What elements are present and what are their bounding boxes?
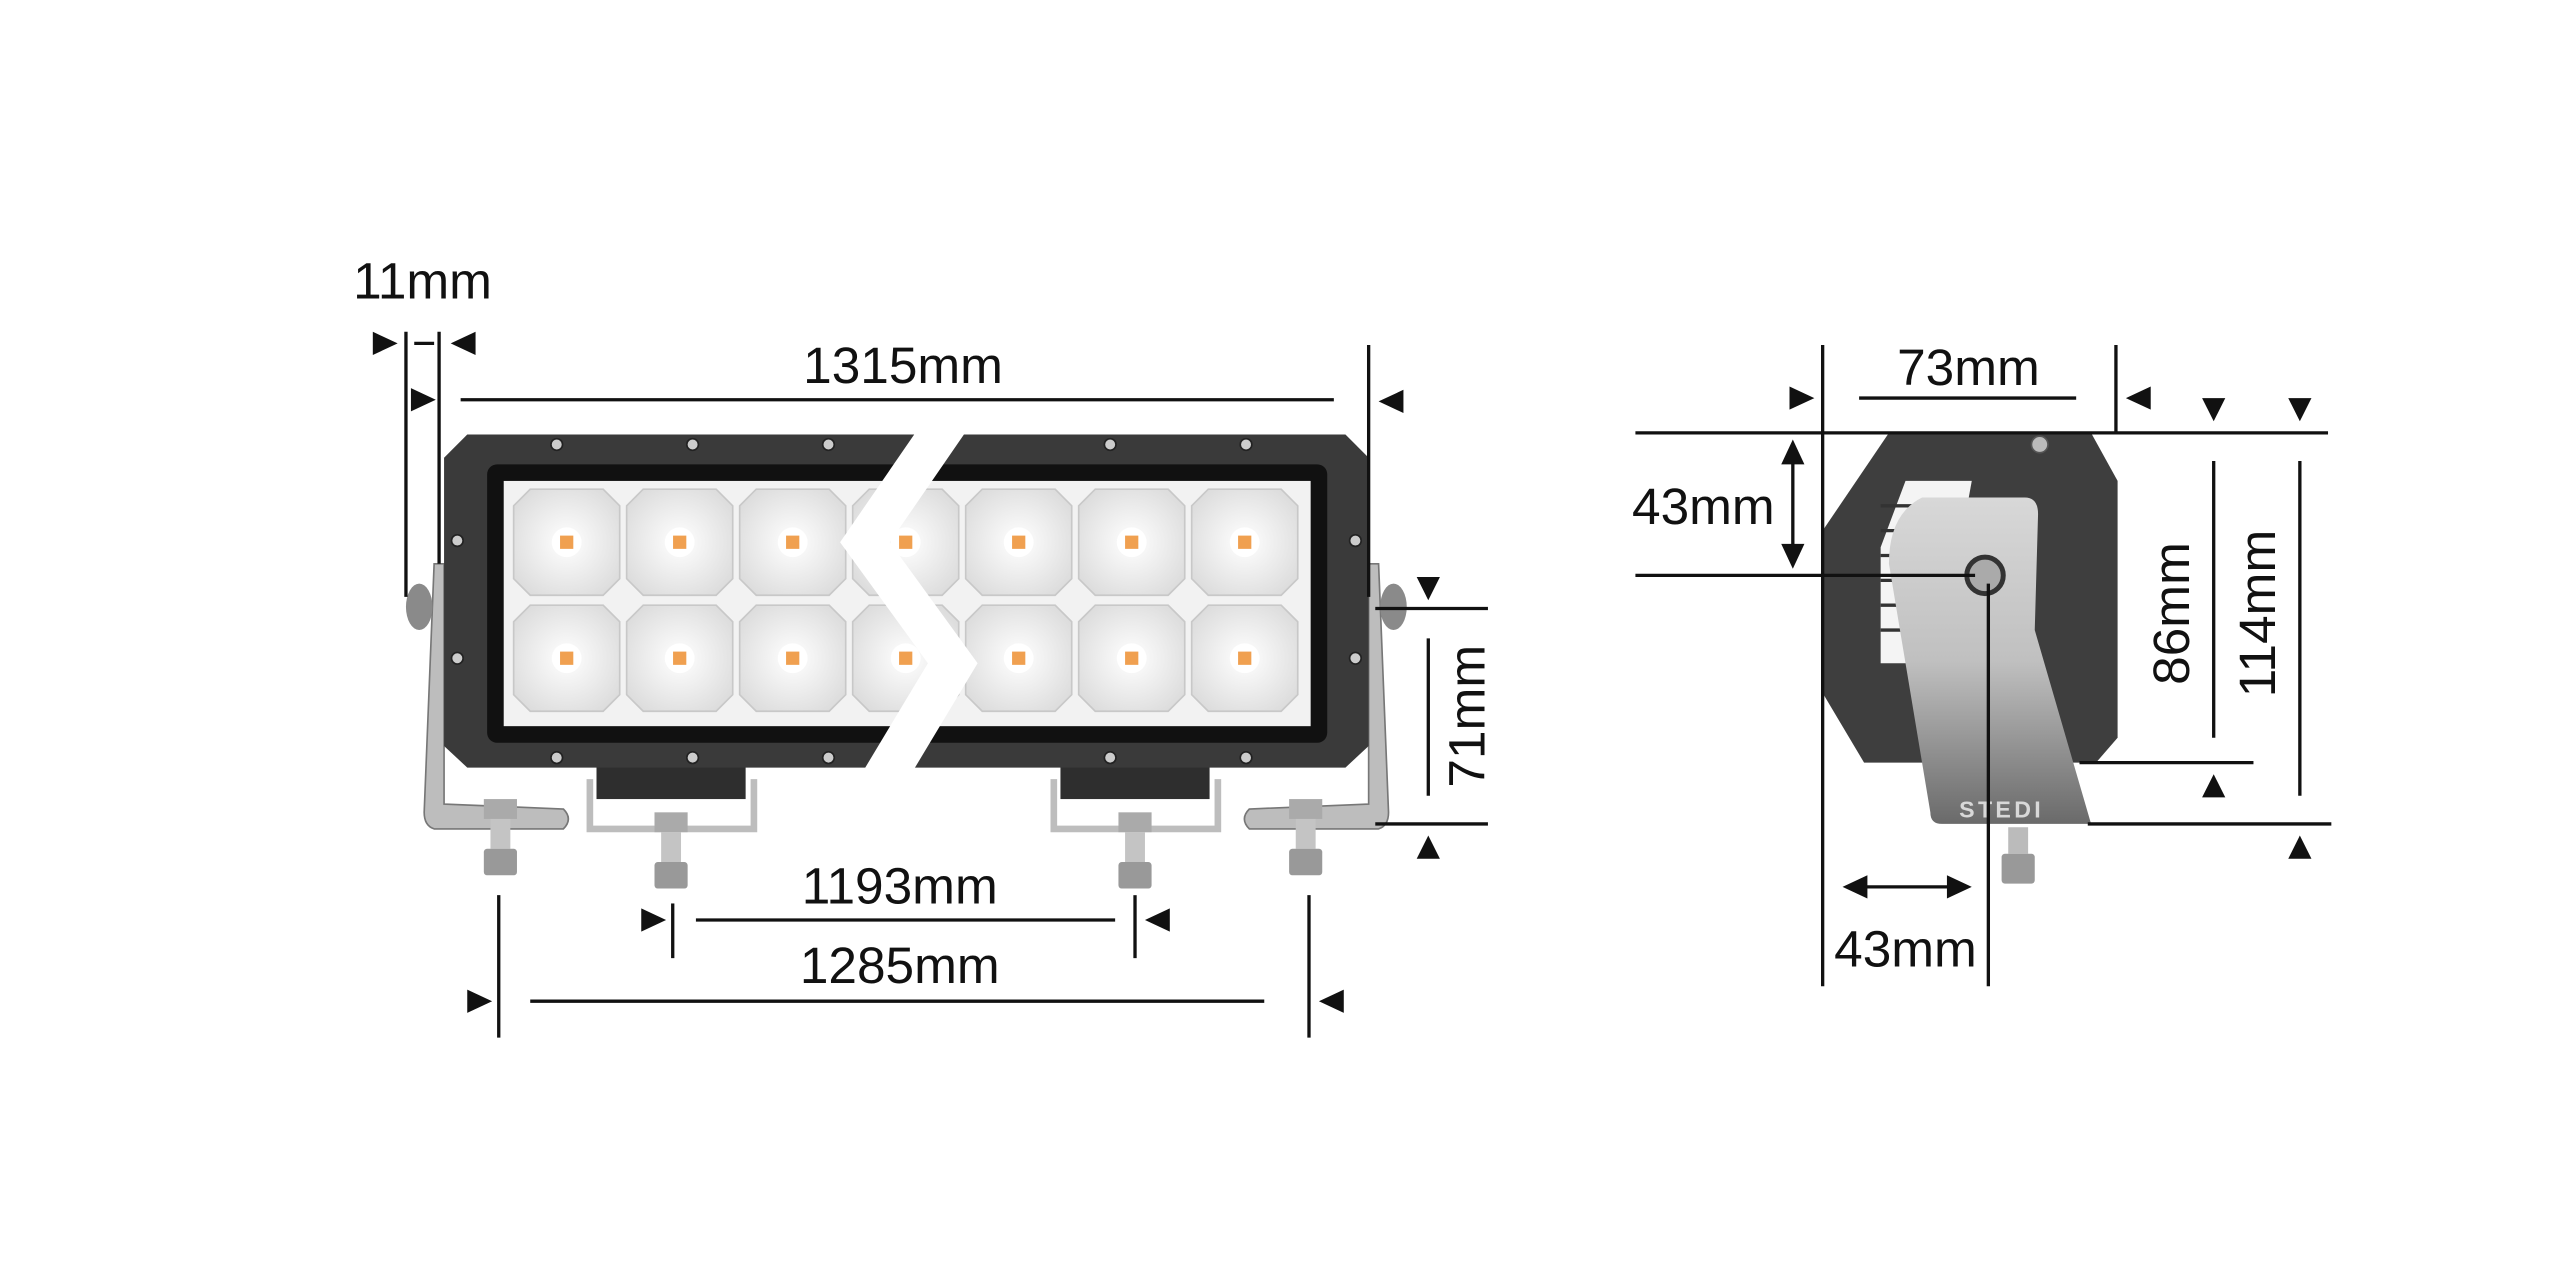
screw <box>450 651 464 665</box>
screw <box>1239 437 1253 452</box>
led-lens <box>625 604 734 713</box>
led-chip <box>899 651 913 665</box>
led-lens <box>512 488 621 597</box>
led-chip <box>1012 651 1026 665</box>
led-lens <box>1190 488 1299 597</box>
led-chip <box>786 535 800 549</box>
mount-bolt <box>1289 799 1323 876</box>
led-chip <box>673 535 687 549</box>
led-lens <box>625 488 734 597</box>
led-lens <box>1190 604 1299 713</box>
top-screw <box>2030 435 2049 454</box>
screw <box>821 437 836 452</box>
dim-depth: 73mm <box>1897 339 2040 396</box>
led-chip <box>1012 535 1026 549</box>
screw <box>450 533 464 548</box>
left-pivot-knob <box>405 583 433 631</box>
screw <box>550 751 564 765</box>
dim-outer-mount-spacing: 1285mm <box>800 937 1000 994</box>
dim-body-height: 86mm <box>2143 542 2200 685</box>
led-chip <box>673 651 687 665</box>
led-lens <box>964 604 1073 713</box>
led-lens <box>738 604 847 713</box>
screw <box>1348 533 1363 548</box>
led-chip <box>1238 651 1252 665</box>
mount-bolt <box>1118 812 1152 889</box>
led-chip <box>899 535 913 549</box>
led-chip <box>560 535 574 549</box>
led-chip <box>1125 535 1139 549</box>
side-mount-bolt <box>2001 827 2035 884</box>
led-lens <box>738 488 847 597</box>
led-chip <box>1125 651 1139 665</box>
screw <box>685 437 700 452</box>
dim-overall-height: 114mm <box>2229 530 2286 697</box>
screw <box>1239 751 1253 765</box>
dim-pivot-depth: 43mm <box>1834 920 1977 977</box>
screw <box>685 751 700 765</box>
dim-overall-length: 1315mm <box>803 337 1003 394</box>
mount-bolt <box>654 812 688 889</box>
led-chip <box>560 651 574 665</box>
led-chip <box>1238 535 1252 549</box>
led-chip <box>786 651 800 665</box>
left-mount-bracket <box>423 562 570 830</box>
stedi-logo: STEDI <box>1959 796 2044 822</box>
break-mark <box>840 414 978 788</box>
right-mount-bracket <box>1243 562 1390 830</box>
screw <box>821 751 836 765</box>
dim-mount-offset: 11mm <box>353 253 492 310</box>
dim-mount-height: 71mm <box>1439 645 1496 788</box>
screw <box>1103 437 1117 452</box>
mount-bolt <box>483 799 517 876</box>
led-lens <box>512 604 621 713</box>
led-lens <box>1077 488 1186 597</box>
led-lens <box>1077 604 1186 713</box>
led-lens <box>964 488 1073 597</box>
dim-pivot-height: 43mm <box>1632 478 1775 535</box>
screw <box>1348 651 1363 665</box>
housing-screws <box>450 437 1363 765</box>
side-view: STEDI 73mm 43mm 43mm 86mm 114mm <box>1632 339 2332 987</box>
mount-bolts <box>483 799 1323 889</box>
front-view: 11mm 1315mm 71mm 1193mm 1285mm <box>353 253 1496 1038</box>
screw <box>1103 751 1117 765</box>
screw <box>550 437 564 452</box>
dim-inner-mount-spacing: 1193mm <box>802 857 998 914</box>
